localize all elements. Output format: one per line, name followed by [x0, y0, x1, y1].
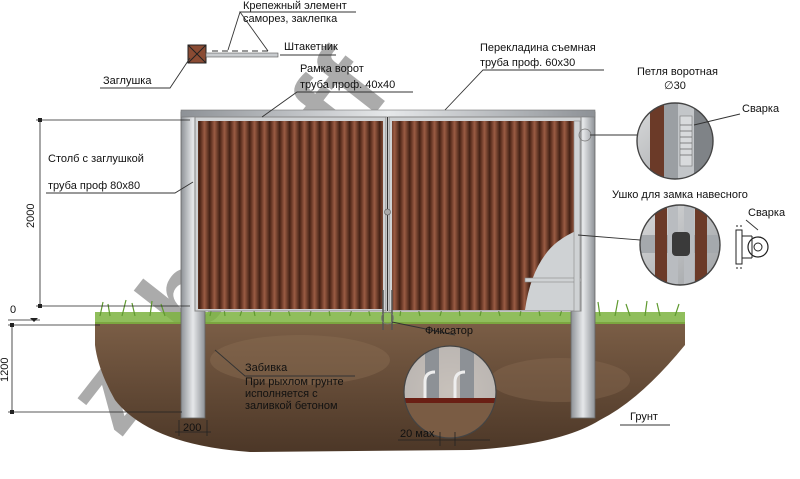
lock-eye-detail	[639, 204, 721, 286]
latch-label: Фиксатор	[425, 325, 473, 337]
hinge-label-line2: ∅30	[664, 80, 686, 92]
crossbar-label-line1: Перекладина съемная	[480, 42, 596, 54]
gate-left-leaf	[194, 116, 387, 312]
ground-level-dimension: 0	[10, 304, 16, 316]
driving-label-line1: Забивка	[245, 362, 288, 374]
fastener-detail	[187, 44, 279, 64]
hinge-label-line1: Петля воротная	[637, 66, 718, 78]
weld-right-label: Сварка	[748, 207, 786, 219]
picket-label: Штакетник	[284, 41, 338, 53]
eye-bracket-icon	[735, 225, 769, 269]
fastener-label-line2: саморез, заклепка	[243, 13, 338, 25]
depth-dimension: 1200	[0, 358, 11, 382]
post-width-dimension: 200	[183, 422, 201, 434]
lock-eye-label: Ушко для замка навесного	[612, 189, 748, 201]
driving-label-line2: При рыхлом грунте	[245, 376, 344, 388]
gate-frame-label-line1: Рамка ворот	[300, 63, 364, 75]
post-label-line1: Столб с заглушкой	[48, 153, 144, 165]
height-dimension: 2000	[25, 204, 37, 228]
driving-label-line4: заливкой бетоном	[245, 400, 338, 412]
gate-right-leaf	[388, 116, 582, 312]
driving-label-line3: исполняется с	[245, 388, 318, 400]
crossbar	[180, 109, 596, 118]
soil	[95, 322, 685, 452]
latch-gap-dimension: 20 мах	[400, 428, 435, 440]
weld-top-label: Сварка	[742, 103, 780, 115]
cap-label: Заглушка	[103, 75, 152, 87]
post-label-line2: труба проф 80х80	[48, 180, 140, 192]
crossbar-label-line2: труба проф. 60х30	[480, 57, 575, 69]
soil-label: Грунт	[630, 411, 658, 423]
gate-frame-label-line2: труба проф. 40х40	[300, 79, 395, 91]
hinge-detail	[636, 102, 714, 180]
fastener-label-line1: Крепежный элемент	[243, 0, 347, 12]
